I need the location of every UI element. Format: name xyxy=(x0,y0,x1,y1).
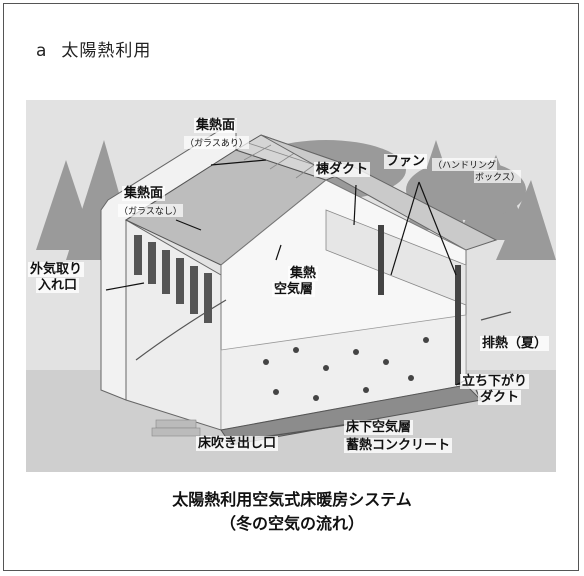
label-fan: ファン xyxy=(384,154,428,169)
caption-line-1: 太陽熱利用空気式床暖房システム xyxy=(172,490,412,509)
label-floor-outlet: 床吹き出し口 xyxy=(196,436,279,451)
entrance-steps xyxy=(151,419,201,437)
heading-letter: a xyxy=(36,41,48,61)
ducts xyxy=(378,225,461,385)
leader-lines xyxy=(105,159,467,386)
windows xyxy=(134,235,212,323)
label-collector-glass-sub: （ガラスあり） xyxy=(184,136,249,149)
label-outside-air-2: 入れ口 xyxy=(36,278,80,293)
caption-line-2: （冬の空気の流れ） xyxy=(219,514,364,533)
label-outside-air-1: 外気取り xyxy=(28,262,85,277)
label-fan-sub2: ボックス） xyxy=(474,170,521,183)
label-ridge-duct: 棟ダクト xyxy=(314,162,371,177)
people xyxy=(263,337,429,401)
label-exhaust: 排熱（夏） xyxy=(480,336,550,351)
heading-title: 太陽熱利用 xyxy=(61,41,152,61)
label-collector-air-2: 空気層 xyxy=(272,282,316,297)
label-underfloor-air: 床下空気層 xyxy=(344,420,414,435)
label-fan-sub1: （ハンドリング xyxy=(432,158,498,171)
label-down-duct-2: ダクト xyxy=(478,390,522,405)
label-down-duct-1: 立ち下がり xyxy=(460,374,530,389)
building-illustration: 集熱面 （ガラスあり） 集熱面 （ガラスなし） 棟ダクト ファン （ハンドリング… xyxy=(26,100,556,472)
label-collector-glass: 集熱面 xyxy=(194,118,238,133)
label-collector-noglass-sub: （ガラスなし） xyxy=(118,204,183,217)
section-heading: a 太陽熱利用 xyxy=(36,36,151,61)
label-storage-concrete: 蓄熱コンクリート xyxy=(344,438,453,453)
label-collector-noglass: 集熱面 xyxy=(122,186,166,201)
label-collector-air-1: 集熱 xyxy=(288,266,319,281)
flow-arrows xyxy=(135,299,512,439)
